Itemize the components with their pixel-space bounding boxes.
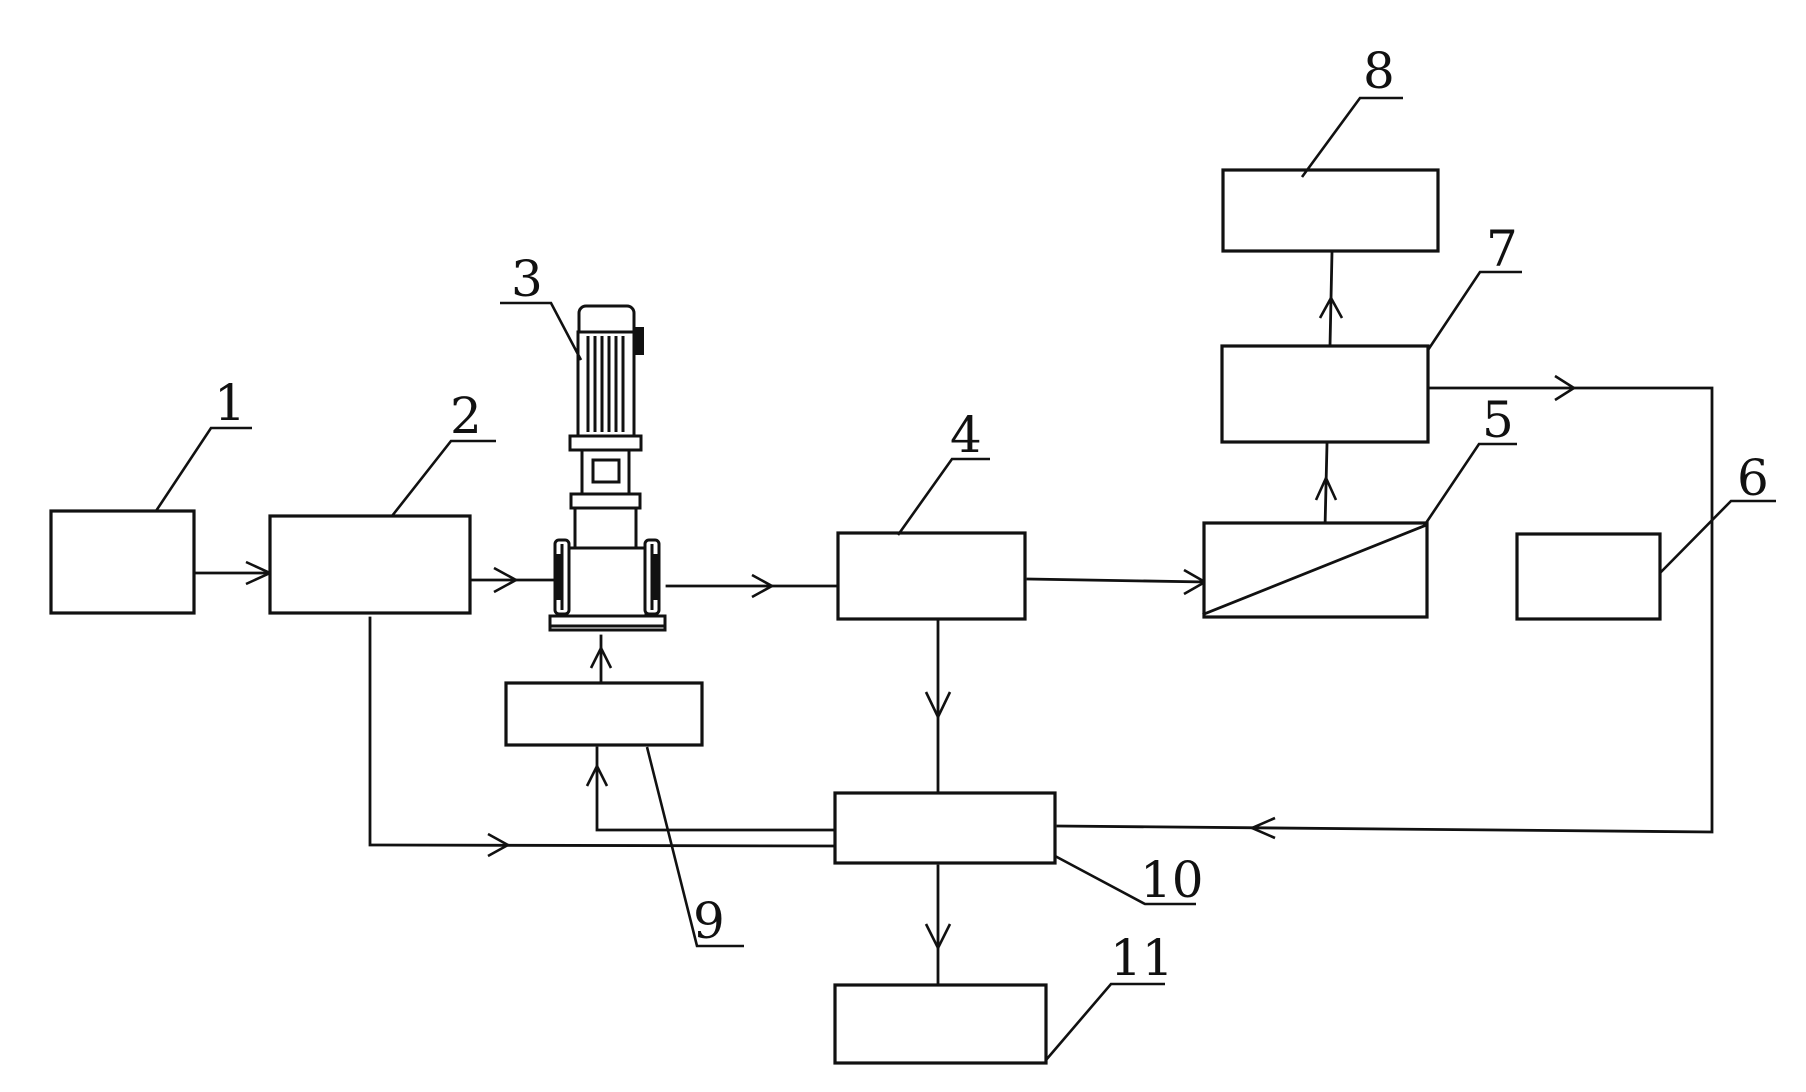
arrow-down-icon xyxy=(924,691,952,721)
leader-10 xyxy=(1054,854,1196,906)
unit-9-box xyxy=(504,681,704,747)
pump-base xyxy=(548,614,667,632)
arrow-right-icon xyxy=(493,566,519,594)
unit-2-box xyxy=(268,514,472,615)
arrow-up-icon xyxy=(585,763,609,787)
label-6: 6 xyxy=(1737,449,1769,507)
arrow-up-icon xyxy=(1318,295,1344,319)
leader-7 xyxy=(1426,270,1522,351)
arrow-up-icon xyxy=(589,645,613,669)
flow-2-bypass-to-10 xyxy=(368,616,837,848)
arrow-left-icon xyxy=(1248,816,1276,840)
leader-9 xyxy=(645,746,744,948)
pump-coupling-window xyxy=(591,458,621,484)
pump-stage-body xyxy=(573,506,638,550)
unit-4-box xyxy=(836,531,1027,621)
label-3: 3 xyxy=(511,250,543,308)
label-5: 5 xyxy=(1482,391,1514,449)
arrow-right-icon xyxy=(487,832,511,858)
pump-casing xyxy=(564,546,648,618)
pump-flange xyxy=(568,434,643,452)
leader-3 xyxy=(500,301,583,361)
vertical-pump-icon xyxy=(548,304,667,632)
unit-6-box xyxy=(1515,532,1662,621)
flow-lines xyxy=(192,250,1714,987)
label-2: 2 xyxy=(450,387,482,445)
label-7: 7 xyxy=(1486,220,1518,278)
unit-10-box xyxy=(833,791,1057,865)
flow-10-to-9 xyxy=(595,746,837,832)
arrow-right-icon xyxy=(751,573,775,599)
flow-7-return-to-10 xyxy=(1056,386,1714,834)
leader-4 xyxy=(896,457,990,536)
leader-2 xyxy=(390,439,496,517)
unit-7-box xyxy=(1220,344,1430,444)
leader-6 xyxy=(1659,499,1776,574)
process-units xyxy=(49,168,1662,1065)
pump-terminal-box xyxy=(633,327,644,355)
flow-4-to-5 xyxy=(1026,577,1207,584)
label-10: 10 xyxy=(1140,851,1204,909)
label-9: 9 xyxy=(693,892,725,950)
label-1: 1 xyxy=(214,374,246,432)
leader-8 xyxy=(1300,96,1403,178)
leader-5 xyxy=(1422,442,1517,527)
arrow-right-icon xyxy=(1554,374,1577,402)
arrow-up-icon xyxy=(1314,474,1338,501)
pump-motor-fins xyxy=(586,336,625,432)
leader-1 xyxy=(154,426,252,512)
unit-5-box xyxy=(1202,521,1429,619)
unit-1-box xyxy=(49,509,196,615)
pump-upper-stage xyxy=(569,492,642,510)
pump-motor-body xyxy=(576,330,636,438)
label-4: 4 xyxy=(950,406,982,464)
reference-numerals: 1 2 3 4 5 6 7 8 9 10 11 xyxy=(214,42,1769,987)
unit-8-box xyxy=(1221,168,1440,253)
unit-5-diagonal xyxy=(1202,524,1426,616)
label-11: 11 xyxy=(1110,929,1174,987)
leader-lines xyxy=(154,96,1776,1061)
label-8: 8 xyxy=(1363,42,1395,100)
arrow-down-icon xyxy=(924,923,952,951)
leader-11 xyxy=(1045,982,1165,1061)
flow-5-to-7 xyxy=(1323,442,1329,530)
unit-11-box xyxy=(833,983,1048,1065)
